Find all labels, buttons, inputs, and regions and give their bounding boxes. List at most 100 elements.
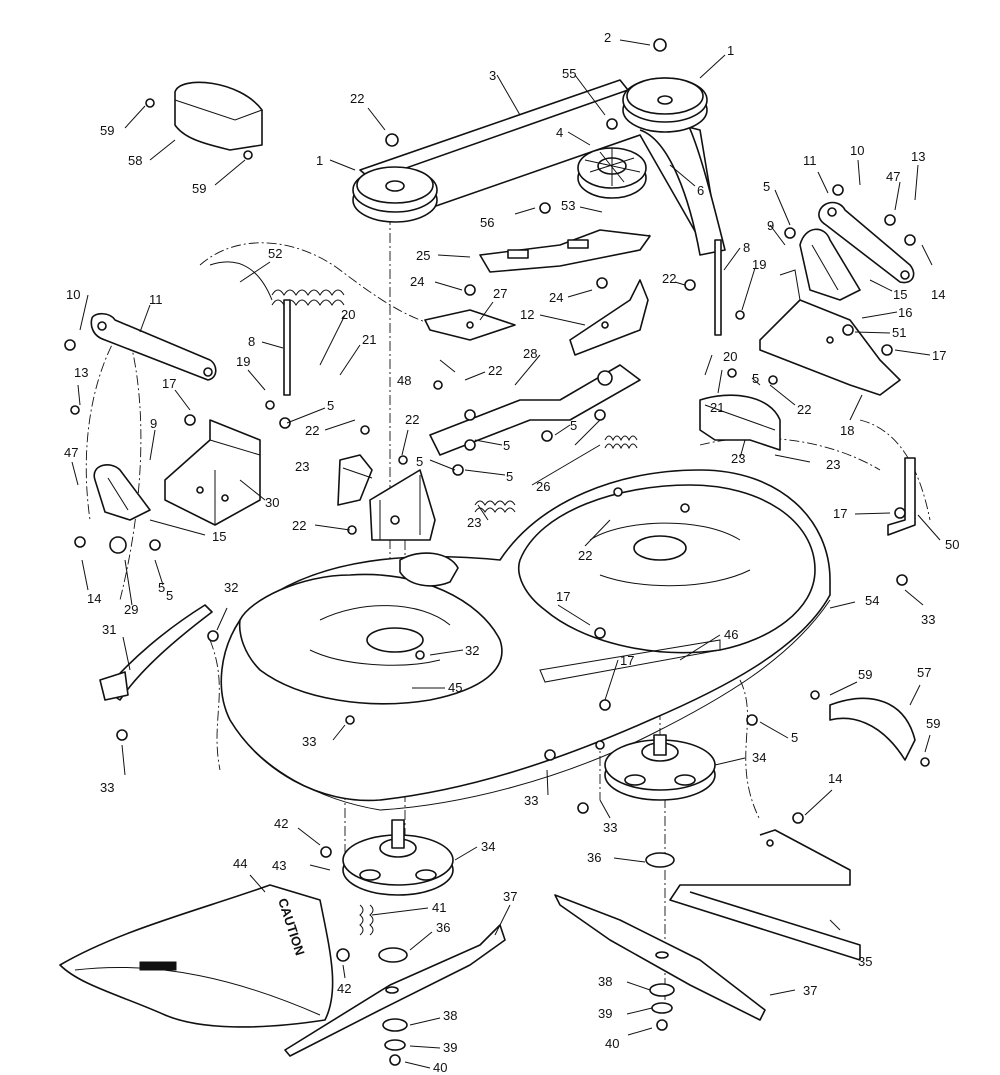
callout-30: 30 <box>265 495 279 510</box>
callout-13: 13 <box>74 365 88 380</box>
bracket-27 <box>424 309 516 341</box>
callout-20: 20 <box>341 307 355 322</box>
leader-lines <box>71 39 941 1069</box>
bracket-50 <box>887 457 916 536</box>
callout-28: 28 <box>523 346 537 361</box>
callout-22: 22 <box>405 412 419 427</box>
torsion-spring-center <box>474 500 516 513</box>
discharge-chute <box>59 884 334 1028</box>
callout-52: 52 <box>268 246 282 261</box>
callout-23: 23 <box>826 457 840 472</box>
blade-37-left <box>284 924 506 1057</box>
lift-link-left <box>90 312 217 381</box>
callout-18: 18 <box>840 423 854 438</box>
baffle-23-right <box>699 394 781 451</box>
callout-56: 56 <box>480 215 494 230</box>
lift-link-right <box>818 201 915 284</box>
callout-11: 11 <box>803 153 817 168</box>
callout-numbers: 1 1 2 3 4 5 5 5 5 5 5 5 5 5 5 6 8 8 9 9 … <box>64 30 959 1075</box>
callout-59: 59 <box>100 123 114 138</box>
mower-deck-housing <box>220 469 831 811</box>
callout-34: 34 <box>752 750 766 765</box>
spring-41 <box>359 904 374 936</box>
callout-42: 42 <box>337 981 351 996</box>
spindle-34-left <box>342 819 454 896</box>
rod-8-right <box>714 239 722 336</box>
callout-22: 22 <box>305 423 319 438</box>
hanger-bracket-right <box>759 269 901 396</box>
callout-8: 8 <box>248 334 255 349</box>
idler-arm <box>479 229 651 273</box>
torsion-spring-right <box>604 435 638 450</box>
callout-38: 38 <box>443 1008 457 1023</box>
callout-22: 22 <box>292 518 306 533</box>
callout-1: 1 <box>727 43 734 58</box>
callout-5: 5 <box>158 580 165 595</box>
callout-5: 5 <box>416 454 423 469</box>
callout-17: 17 <box>556 589 570 604</box>
callout-33: 33 <box>100 780 114 795</box>
callout-23: 23 <box>467 515 481 530</box>
callout-24: 24 <box>549 290 563 305</box>
callout-14: 14 <box>828 771 842 786</box>
deck-pulley-right <box>622 77 708 133</box>
callout-38: 38 <box>598 974 612 989</box>
callout-20: 20 <box>723 349 737 364</box>
baffle-23-small <box>337 454 373 506</box>
callout-23: 23 <box>731 451 745 466</box>
callout-37: 37 <box>503 889 517 904</box>
callout-5: 5 <box>570 418 577 433</box>
rod-8-left <box>283 299 291 396</box>
callout-11: 11 <box>149 292 163 307</box>
idler-pulley <box>577 147 647 199</box>
callout-15: 15 <box>212 529 226 544</box>
callout-33: 33 <box>302 734 316 749</box>
callout-29: 29 <box>124 602 138 617</box>
callout-22: 22 <box>578 548 592 563</box>
callout-32: 32 <box>224 580 238 595</box>
callout-41: 41 <box>432 900 446 915</box>
callout-10: 10 <box>66 287 80 302</box>
callout-22: 22 <box>662 271 676 286</box>
callout-33: 33 <box>921 612 935 627</box>
hardware <box>64 38 930 1066</box>
callout-5: 5 <box>791 730 798 745</box>
callout-50: 50 <box>945 537 959 552</box>
callout-2: 2 <box>604 30 611 45</box>
callout-51: 51 <box>892 325 906 340</box>
callout-27: 27 <box>493 286 507 301</box>
callout-36: 36 <box>587 850 601 865</box>
callout-5: 5 <box>752 371 759 386</box>
callout-21: 21 <box>362 332 376 347</box>
callout-12: 12 <box>520 307 534 322</box>
callout-39: 39 <box>598 1006 612 1021</box>
callout-54: 54 <box>865 593 879 608</box>
hanger-bracket-left <box>164 419 261 526</box>
callout-17: 17 <box>620 653 634 668</box>
callout-5: 5 <box>506 469 513 484</box>
callout-31: 31 <box>102 622 116 637</box>
extension-spring-52 <box>209 261 345 306</box>
callout-32: 32 <box>465 643 479 658</box>
callout-14: 14 <box>87 591 101 606</box>
callout-43: 43 <box>272 858 286 873</box>
callout-57: 57 <box>917 665 931 680</box>
callout-25: 25 <box>416 248 430 263</box>
callout-33: 33 <box>524 793 538 808</box>
callout-13: 13 <box>911 149 925 164</box>
callout-44: 44 <box>233 856 247 871</box>
callout-26: 26 <box>536 479 550 494</box>
callout-24: 24 <box>410 274 424 289</box>
callout-9: 9 <box>150 416 157 431</box>
callout-22: 22 <box>488 363 502 378</box>
callout-17: 17 <box>162 376 176 391</box>
stabilizer-bar-35 <box>669 829 861 961</box>
callout-45: 45 <box>448 680 462 695</box>
callout-1: 1 <box>316 153 323 168</box>
callout-46: 46 <box>724 627 738 642</box>
callout-55: 55 <box>562 66 576 81</box>
callout-58: 58 <box>128 153 142 168</box>
callout-22: 22 <box>350 91 364 106</box>
deflector-plate-15-right <box>799 228 861 301</box>
callout-42: 42 <box>274 816 288 831</box>
